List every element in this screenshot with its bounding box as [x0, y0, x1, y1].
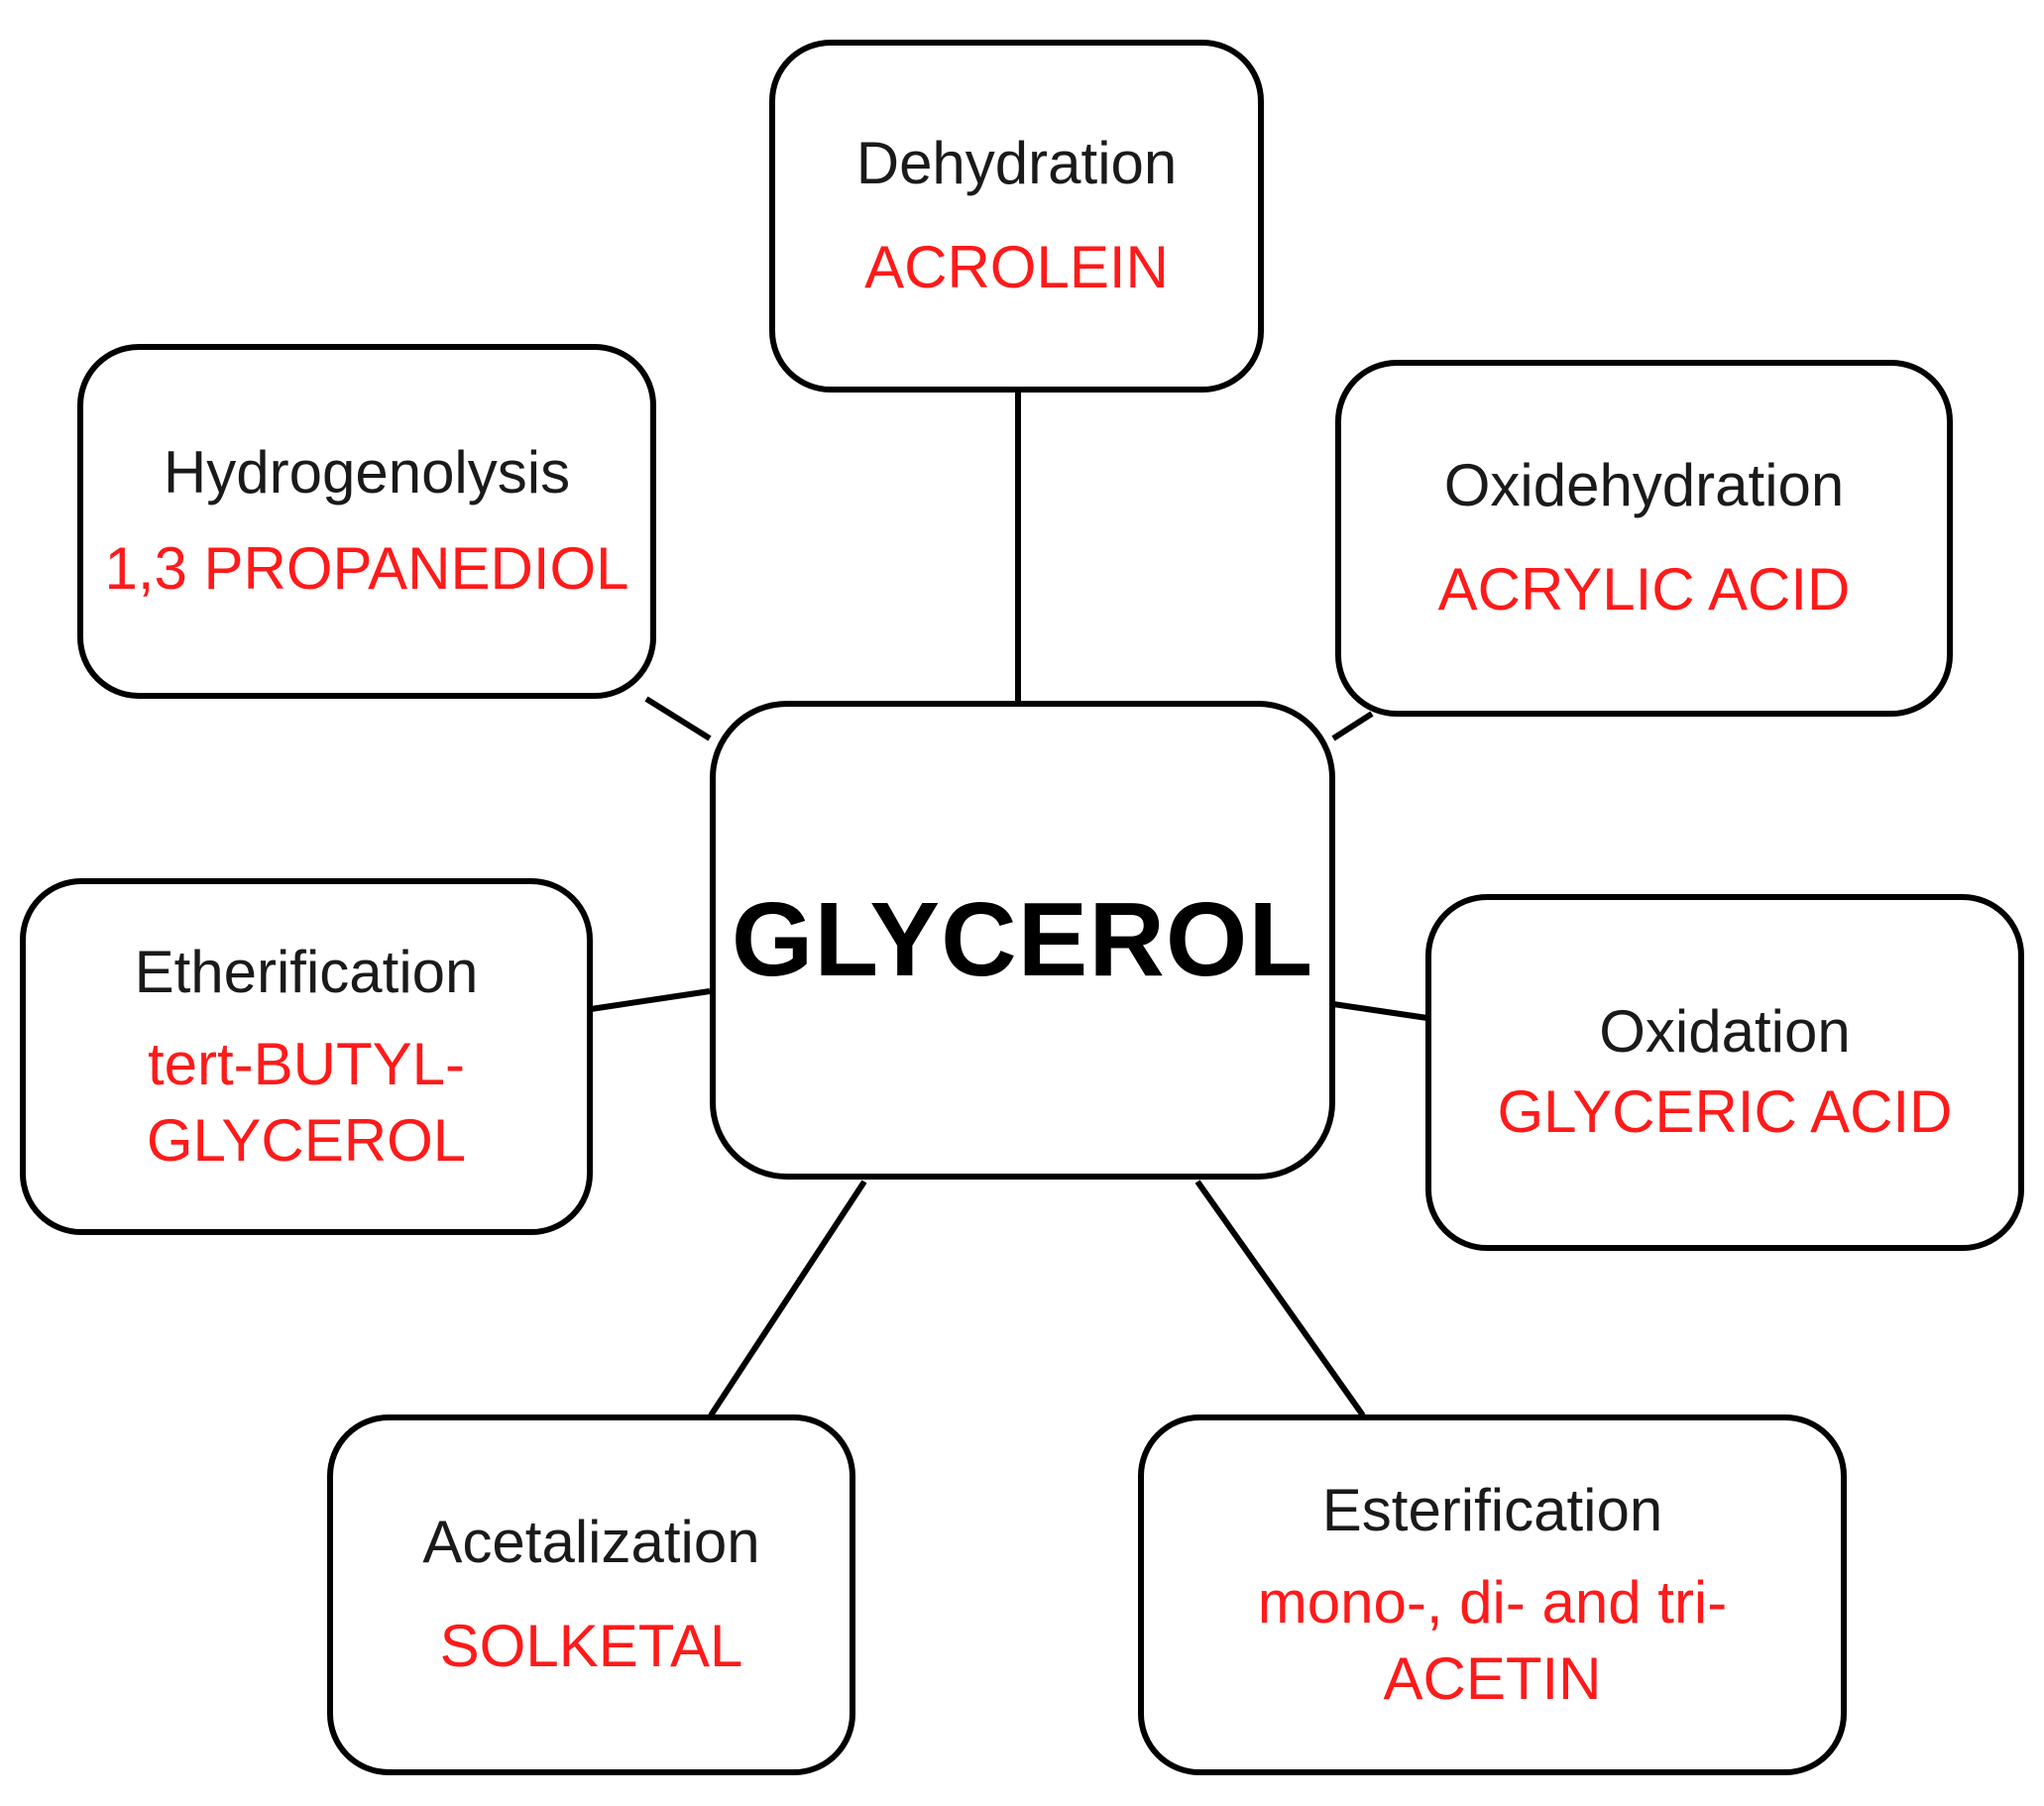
product-label: ACRYLIC ACID: [1437, 556, 1851, 623]
center-node-glycerol: GLYCEROL: [710, 701, 1335, 1180]
node-oxidation: Oxidation GLYCERIC ACID: [1425, 894, 2024, 1251]
product-label: SOLKETAL: [439, 1613, 743, 1680]
product-label: ACROLEIN: [864, 234, 1169, 301]
product-label: GLYCERIC ACID: [1497, 1078, 1953, 1146]
product-line-2: GLYCEROL: [146, 1106, 467, 1174]
process-label: Etherification: [134, 938, 479, 1005]
node-oxidehydration: Oxidehydration ACRYLIC ACID: [1335, 360, 1953, 717]
connector-esterification: [1194, 1180, 1366, 1417]
process-label: Oxidehydration: [1443, 452, 1845, 519]
node-etherification: Etherification tert-BUTYL- GLYCEROL: [20, 878, 593, 1235]
process-label: Acetalization: [422, 1509, 760, 1576]
process-label: Oxidation: [1599, 998, 1851, 1066]
product-line-2: ACETIN: [1383, 1644, 1602, 1712]
process-label: Dehydration: [855, 130, 1178, 197]
connector-hydrogenolysis: [644, 696, 712, 741]
product-label: tert-BUTYL- GLYCEROL: [147, 1027, 466, 1180]
product-label: 1,3 PROPANEDIOL: [104, 535, 629, 603]
process-label: Esterification: [1321, 1476, 1663, 1543]
node-esterification: Esterification mono-, di- and tri- ACETI…: [1138, 1414, 1847, 1775]
connector-etherification: [590, 988, 711, 1012]
connector-acetalization: [708, 1180, 867, 1417]
node-dehydration: Dehydration ACROLEIN: [769, 40, 1264, 393]
product-label: mono-, di- and tri- ACETIN: [1258, 1565, 1728, 1718]
node-acetalization: Acetalization SOLKETAL: [327, 1414, 855, 1775]
product-line-1: mono-, di- and tri-: [1257, 1568, 1728, 1636]
node-hydrogenolysis: Hydrogenolysis 1,3 PROPANEDIOL: [77, 344, 656, 699]
product-line-1: tert-BUTYL-: [147, 1030, 466, 1097]
process-label: Hydrogenolysis: [163, 439, 571, 507]
connector-oxidation: [1332, 1001, 1428, 1021]
center-label: GLYCEROL: [731, 881, 1314, 998]
connector-oxidehydration: [1331, 711, 1374, 741]
